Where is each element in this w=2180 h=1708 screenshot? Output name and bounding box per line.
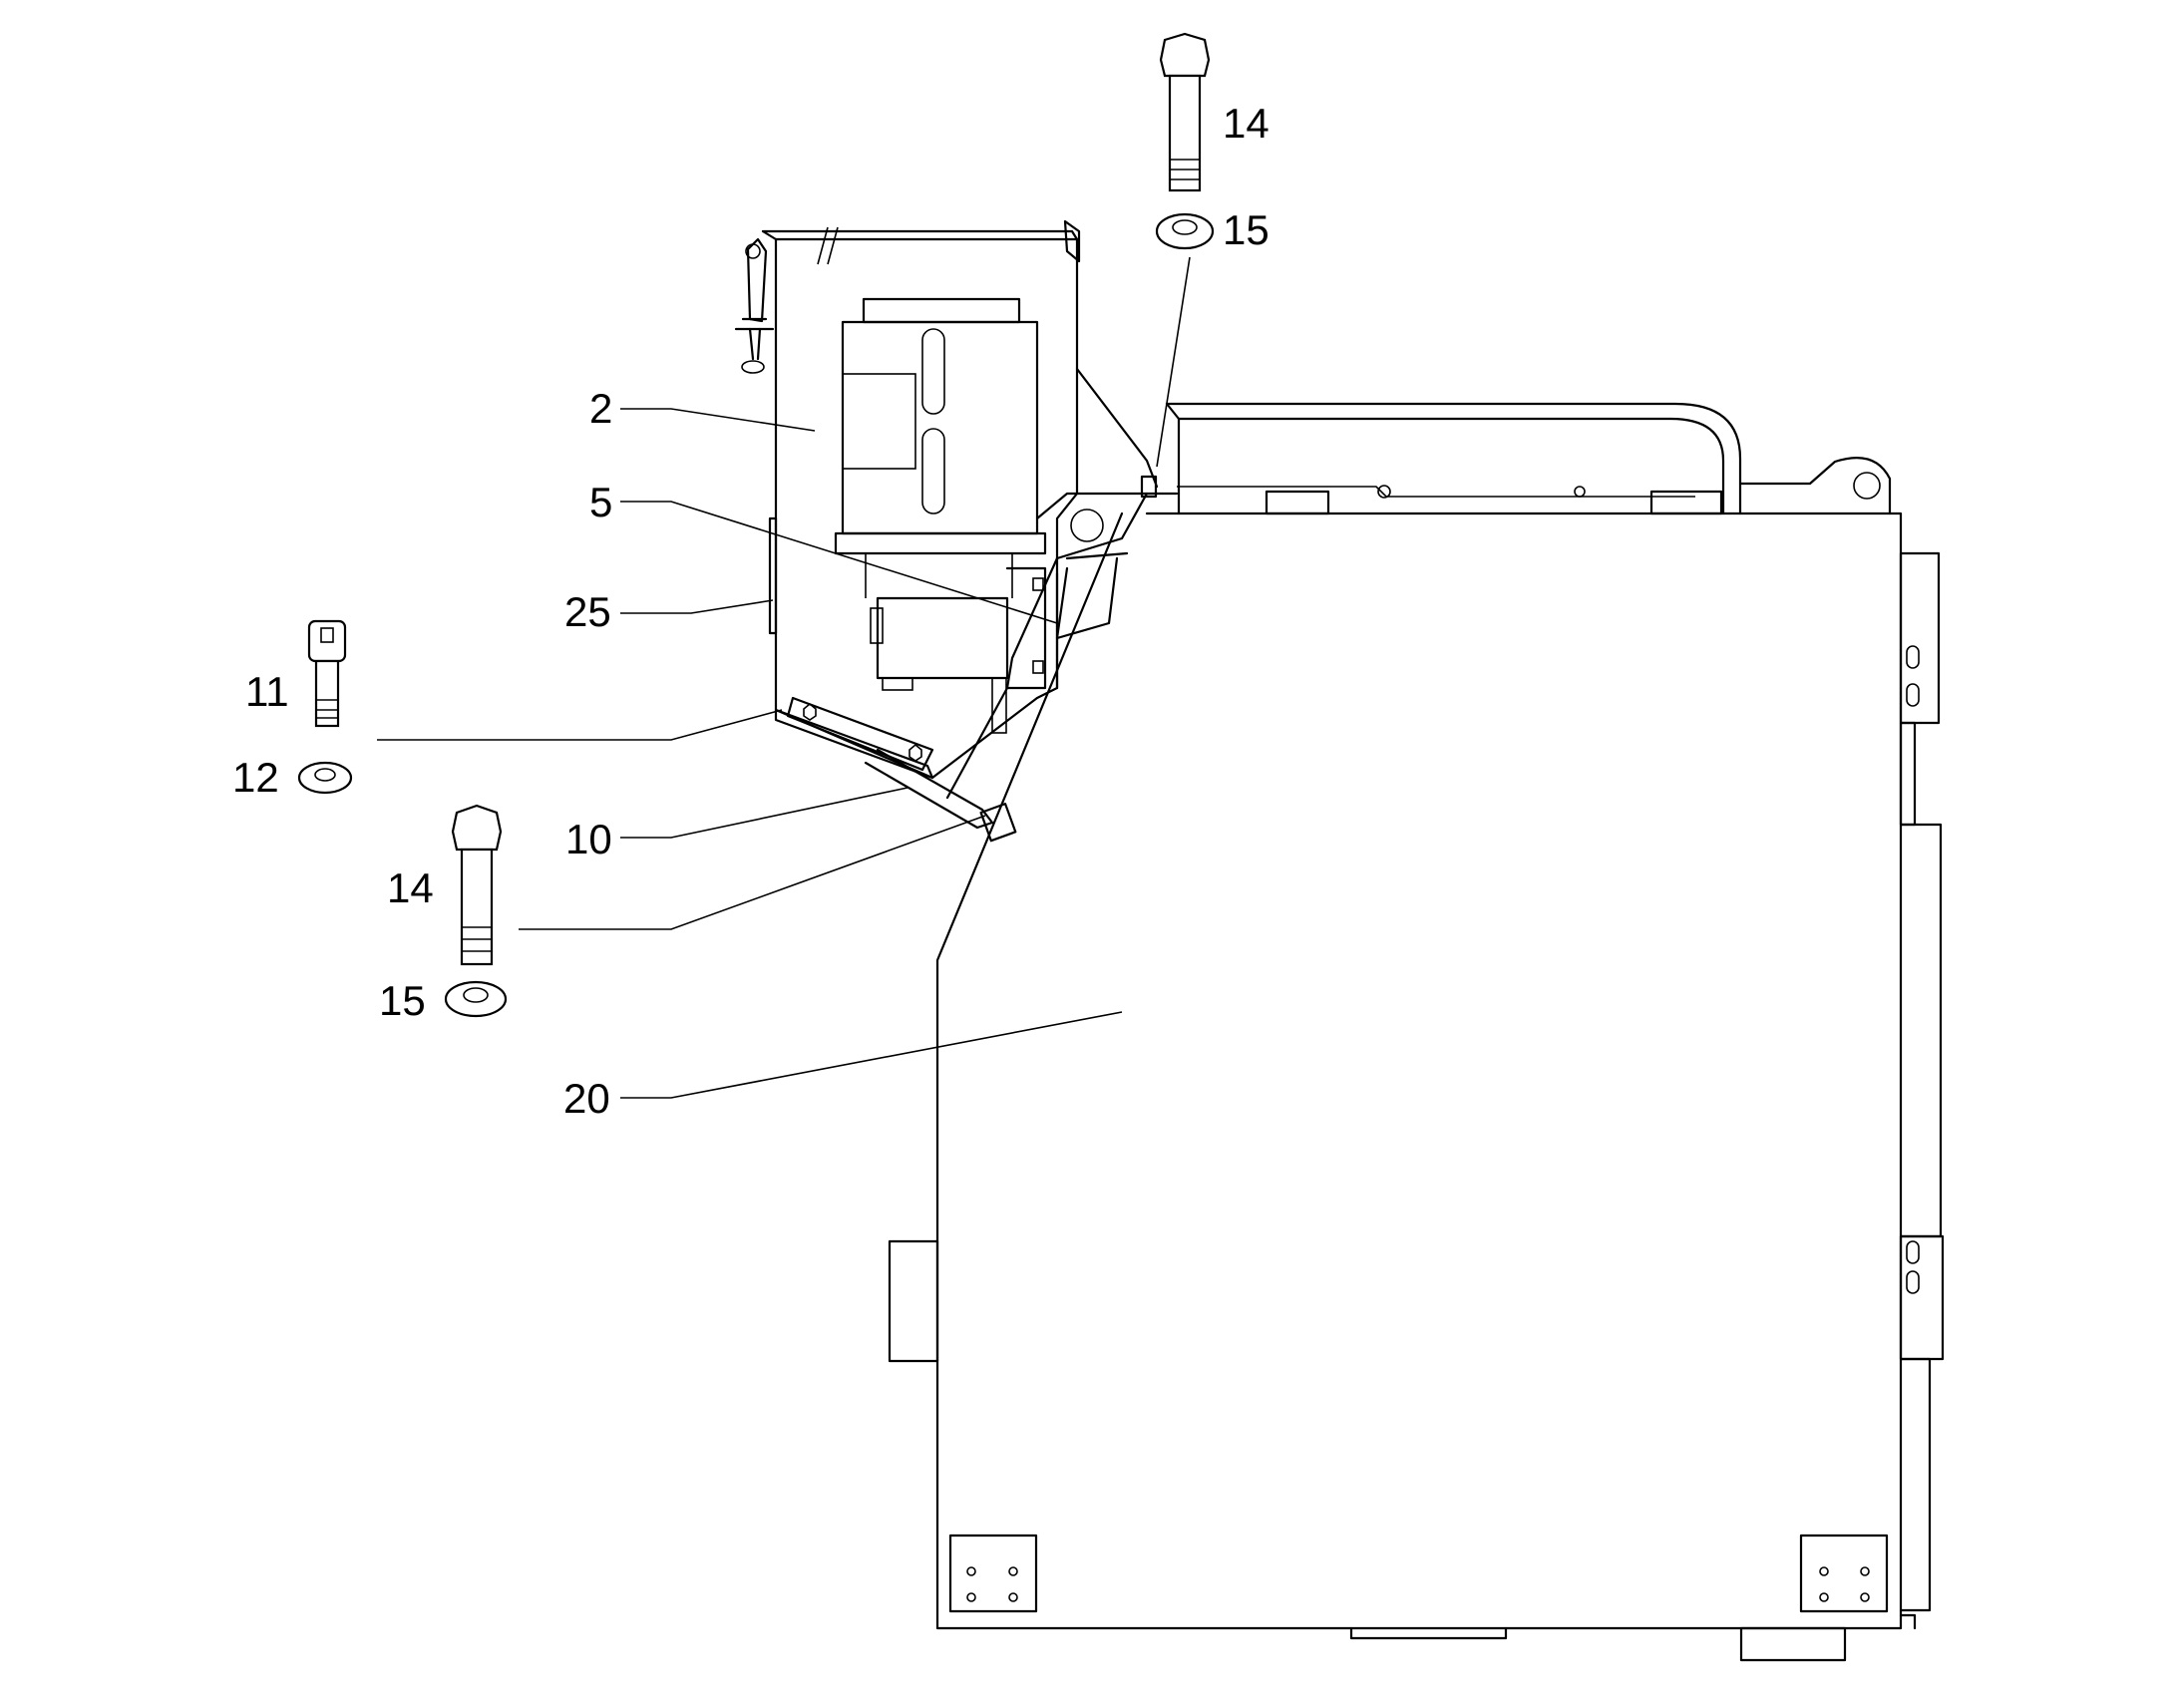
callout-labels: 2 5 25 11 12 10 14 15 20 14 15 (232, 100, 1270, 1122)
label-part-14-top: 14 (1223, 100, 1270, 147)
label-part-20: 20 (563, 1075, 610, 1122)
label-part-25: 25 (564, 588, 611, 635)
hinge-bracket (945, 492, 1149, 800)
label-part-10: 10 (565, 816, 612, 862)
label-part-15-left: 15 (379, 977, 426, 1024)
label-part-2: 2 (589, 385, 612, 432)
bolt-top (1159, 32, 1211, 192)
label-part-5: 5 (589, 479, 612, 525)
washer-left-small (297, 761, 353, 795)
washer-top (1155, 212, 1215, 250)
washer-left (444, 980, 508, 1018)
label-part-11: 11 (245, 668, 289, 715)
leader-lines (377, 256, 1191, 1099)
hydraulic-housing (734, 219, 1159, 843)
label-part-12: 12 (232, 754, 279, 801)
base-frame (888, 402, 1945, 1662)
lever-handle (734, 237, 775, 374)
label-part-15-top: 15 (1223, 206, 1270, 253)
label-part-14-left: 14 (387, 864, 434, 911)
socket-screw (307, 619, 347, 728)
motor-unit (834, 297, 1047, 734)
bolt-left (451, 804, 503, 966)
